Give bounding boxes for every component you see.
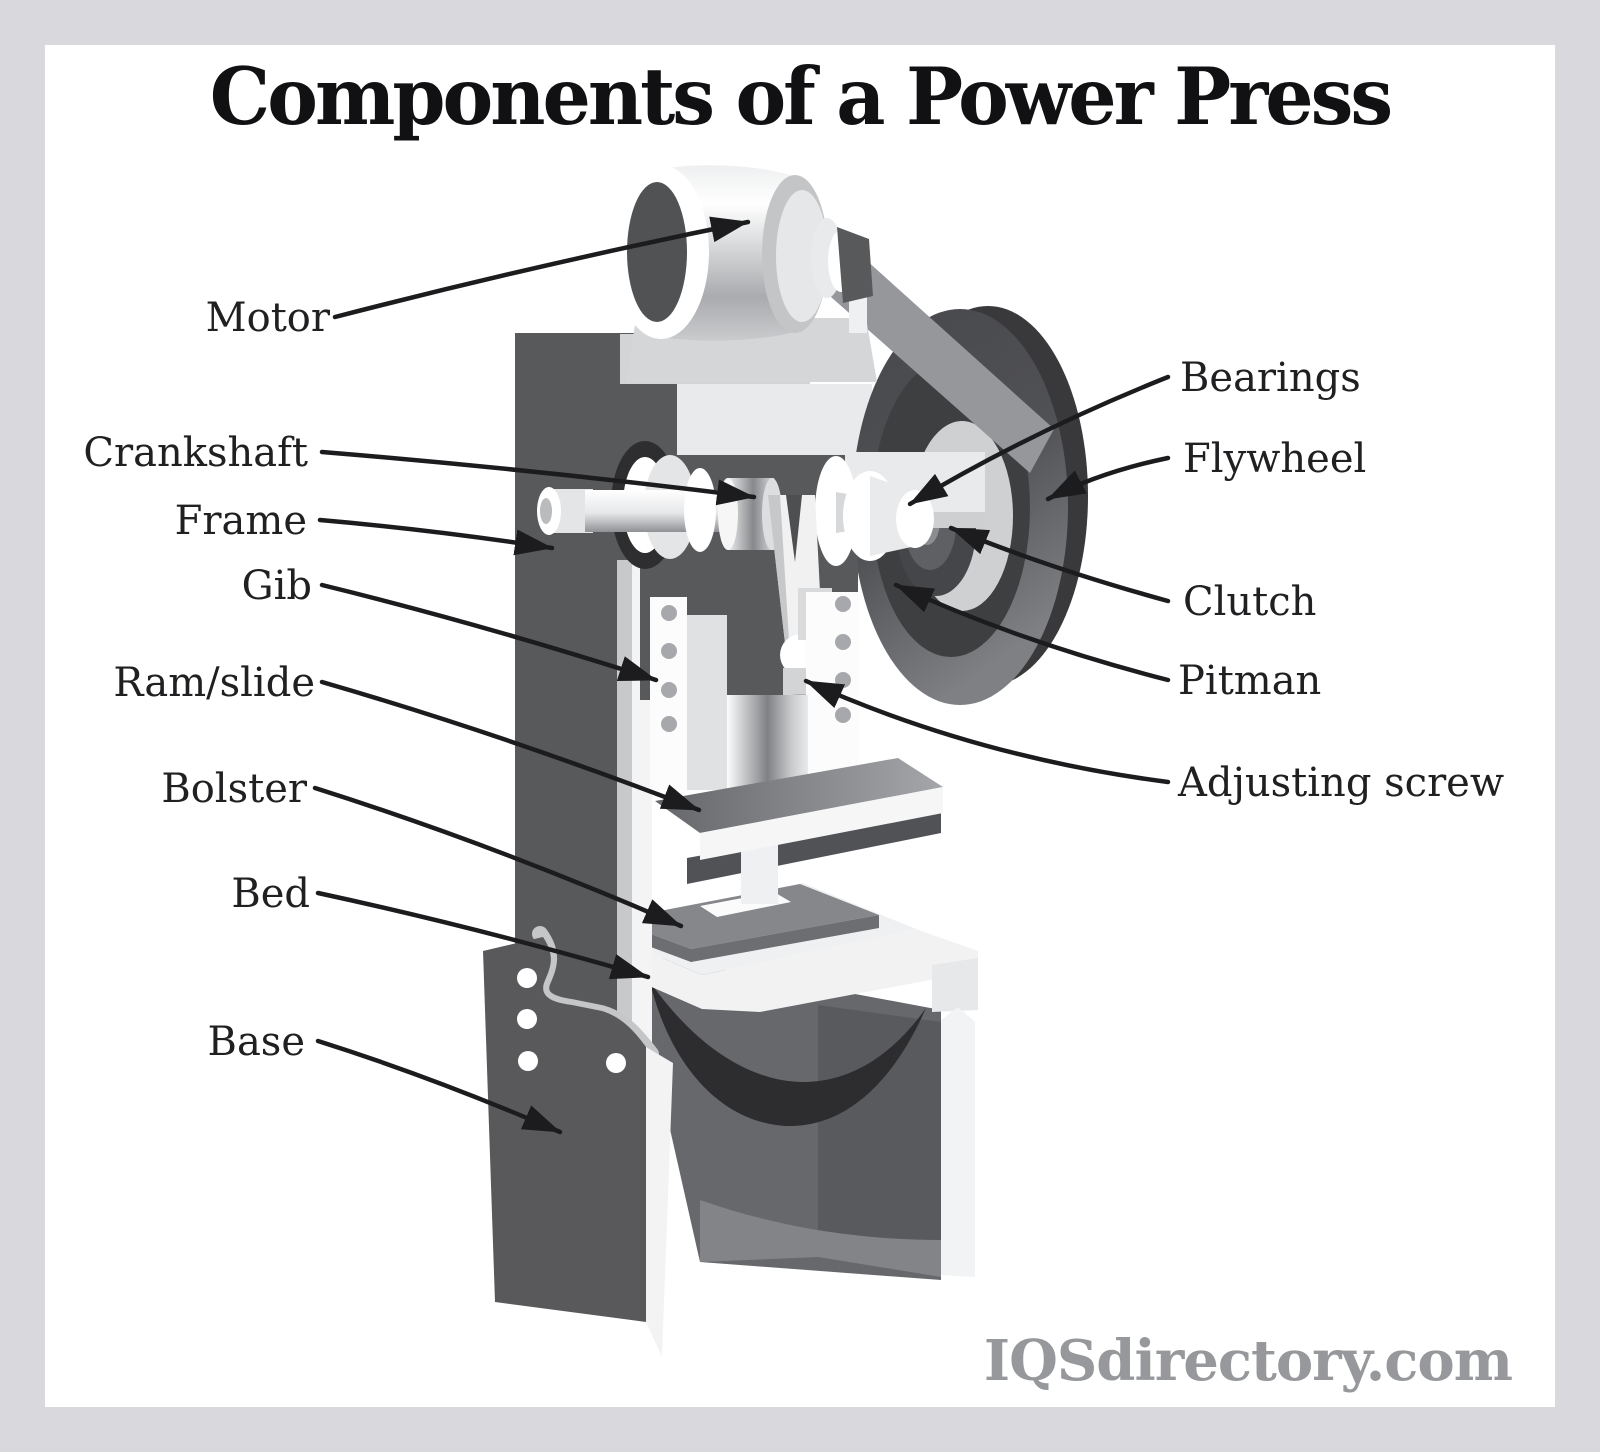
watermark: IQSdirectory.com xyxy=(983,1328,1513,1394)
label-crankshaft: Crankshaft xyxy=(83,430,308,476)
base-leg-shape xyxy=(483,926,673,1357)
slide-plate-shape xyxy=(655,758,943,904)
label-frame: Frame xyxy=(174,498,307,544)
label-ram-slide: Ram/slide xyxy=(113,660,315,706)
motor-shape xyxy=(613,165,877,382)
label-clutch: Clutch xyxy=(1183,579,1317,625)
label-base: Base xyxy=(207,1019,305,1065)
page-title: Components of a Power Press xyxy=(209,50,1393,143)
label-bearings: Bearings xyxy=(1180,355,1361,401)
label-bolster: Bolster xyxy=(161,766,307,812)
leader-crankshaft xyxy=(319,449,757,506)
leader-base xyxy=(315,1038,563,1135)
label-bed: Bed xyxy=(231,871,310,917)
leader-bearings xyxy=(907,374,1171,507)
leader-bed xyxy=(315,890,651,980)
leader-bolster xyxy=(312,785,684,929)
leader-lines xyxy=(312,216,1171,1135)
clutch-shape xyxy=(843,471,934,561)
leader-frame xyxy=(317,517,555,556)
leader-ram-slide xyxy=(319,679,702,813)
leader-gib xyxy=(319,582,659,683)
label-motor: Motor xyxy=(205,295,330,341)
belt-shape xyxy=(831,241,1054,473)
leader-adjusting-screw xyxy=(803,678,1171,785)
label-pitman: Pitman xyxy=(1178,658,1322,704)
leader-clutch xyxy=(948,525,1171,604)
label-adjusting-screw: Adjusting screw xyxy=(1178,760,1505,806)
leader-flywheel xyxy=(1045,455,1171,502)
ram-shape xyxy=(727,695,808,792)
label-flywheel: Flywheel xyxy=(1183,436,1367,482)
leader-motor xyxy=(332,216,751,320)
leader-pitman xyxy=(893,582,1171,683)
label-gib: Gib xyxy=(241,563,312,609)
